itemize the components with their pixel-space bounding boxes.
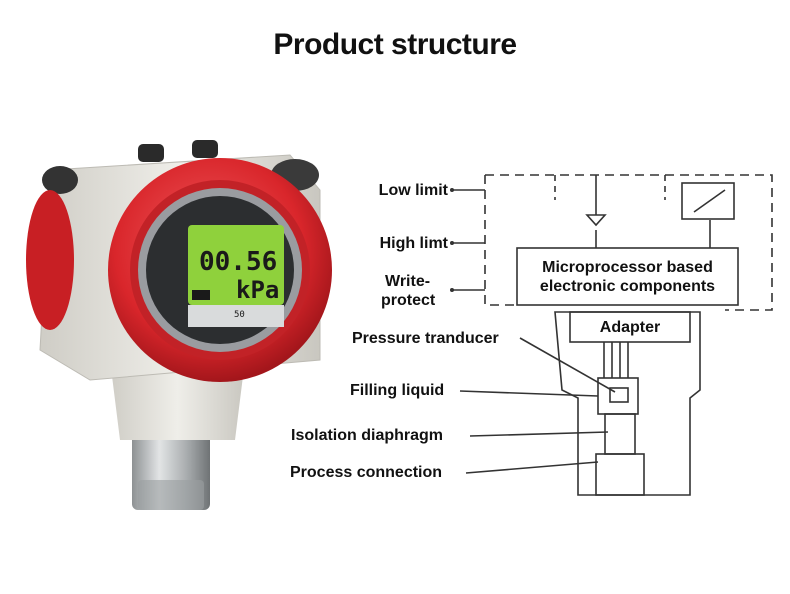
adapter-text: Adapter: [599, 319, 661, 336]
label-process-connection: Process connection: [290, 464, 443, 481]
label-pressure-transducer: Pressure tranducer: [352, 330, 499, 347]
lcd-unit: kPa: [236, 276, 280, 304]
microprocessor-text-2: electronic components: [539, 278, 716, 295]
lcd-display: [188, 225, 284, 305]
lcd-scale-mark: 50: [234, 310, 245, 320]
label-write-protect-2: protect: [381, 292, 436, 309]
label-isolation-diaphragm: Isolation diaphragm: [291, 427, 444, 444]
label-write-protect-1: Write-: [385, 273, 431, 290]
rear-cover: [26, 190, 74, 330]
lcd-value: 00.56: [199, 247, 278, 277]
microprocessor-text-1: Microprocessor based: [542, 259, 713, 276]
label-filling-liquid: Filling liquid: [350, 382, 445, 399]
label-high-limit: High limt: [379, 235, 448, 252]
page-title: Product structure: [273, 28, 517, 61]
label-low-limit: Low limit: [378, 182, 448, 199]
transmitter-photo: [26, 140, 332, 510]
